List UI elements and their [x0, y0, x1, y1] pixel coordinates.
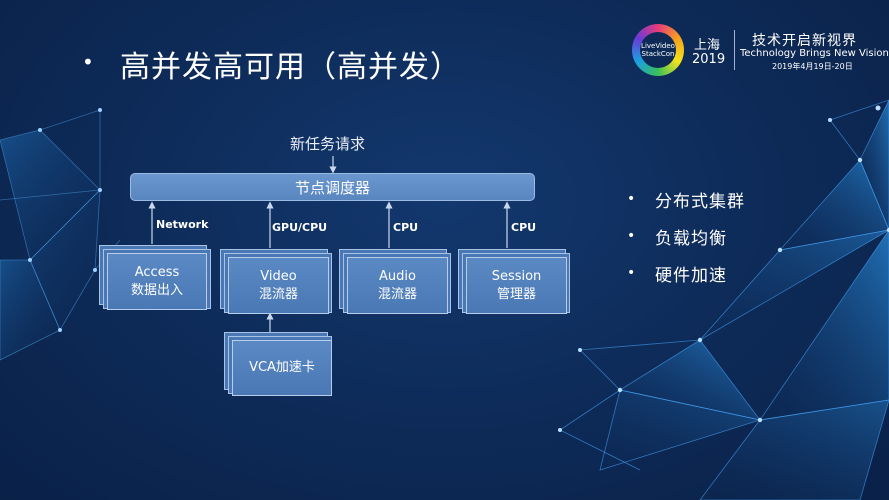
- bullet-hardware-acceleration: 硬件加速: [655, 266, 727, 286]
- slide-title: 高并发高可用（高并发）: [120, 50, 461, 85]
- conn-label-gpu-cpu: GPU/CPU: [272, 221, 328, 234]
- session-module-line1: Session: [491, 268, 542, 284]
- video-module-line2: 混流器: [258, 286, 298, 302]
- bullet-dot: •: [627, 228, 636, 244]
- bullet-dot: •: [627, 191, 636, 207]
- new-task-label: 新任务请求: [290, 135, 366, 153]
- logo-slogan-en: Technology Brings New Vision: [740, 48, 889, 59]
- access-module-line1: Access: [134, 264, 180, 280]
- logo-badge-line1: LiveVideo: [641, 42, 675, 50]
- event-logo-badge: LiveVideo StackCon: [640, 32, 676, 68]
- logo-year: 2019: [692, 52, 726, 67]
- session-module-line2: 管理器: [496, 286, 536, 302]
- access-module-box: Access 数据出入: [107, 253, 207, 310]
- conn-label-cpu-audio: CPU: [393, 221, 419, 234]
- vca-card-label: VCA加速卡: [249, 360, 315, 375]
- session-module-box: Session 管理器: [466, 257, 567, 314]
- logo-divider: [734, 30, 735, 70]
- conn-label-network: Network: [156, 218, 209, 231]
- audio-module-box: Audio 混流器: [347, 257, 448, 314]
- logo-slogan-cn: 技术开启新视界: [752, 33, 857, 49]
- bullet-distributed-cluster: 分布式集群: [655, 192, 745, 212]
- title-bullet: •: [82, 50, 94, 74]
- audio-module-line1: Audio: [379, 268, 416, 284]
- vca-card-box: VCA加速卡: [232, 340, 332, 396]
- audio-module-line2: 混流器: [377, 286, 417, 302]
- conn-label-cpu-session: CPU: [511, 221, 537, 234]
- access-module-line2: 数据出入: [130, 282, 183, 298]
- video-module-line1: Video: [260, 268, 297, 284]
- logo-city: 上海: [694, 38, 721, 53]
- node-scheduler-box: 节点调度器: [130, 173, 535, 201]
- logo-badge-line2: StackCon: [641, 50, 675, 58]
- video-module-box: Video 混流器: [228, 257, 329, 314]
- node-scheduler-label: 节点调度器: [294, 178, 370, 197]
- bullet-load-balancing: 负载均衡: [655, 229, 727, 249]
- bullet-dot: •: [627, 265, 636, 281]
- logo-date: 2019年4月19日-20日: [772, 62, 853, 71]
